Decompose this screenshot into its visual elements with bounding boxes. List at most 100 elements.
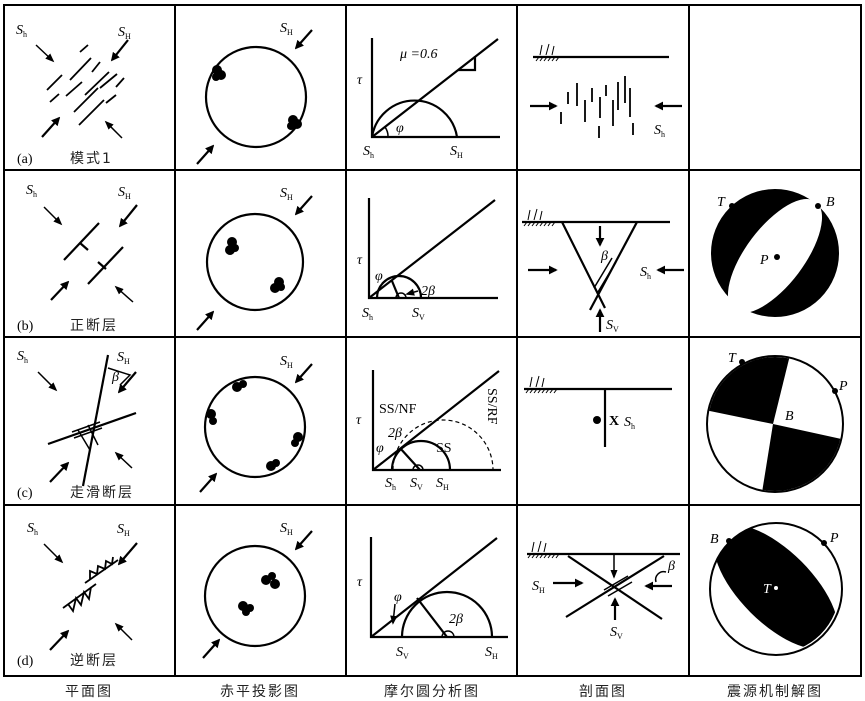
label-text: S <box>410 476 417 491</box>
sH-arrow <box>41 116 61 138</box>
svg-text:SH: SH <box>280 186 293 202</box>
label-text: S <box>117 350 124 365</box>
svg-text:Sh: Sh <box>385 476 396 492</box>
label-text: (c) <box>17 486 33 501</box>
row-d-beachball: B P T <box>709 522 843 656</box>
label-text: SS <box>436 441 452 456</box>
label-text: S <box>117 522 124 537</box>
thrust-fault <box>62 556 119 614</box>
label-text: τ <box>357 575 363 590</box>
row-a-stereonet: SH <box>196 21 313 165</box>
table-grid <box>3 4 862 677</box>
label-text: P <box>838 379 848 394</box>
label-text: (b) <box>17 319 34 334</box>
svg-text:SV: SV <box>606 318 619 334</box>
column-label: 平面图 <box>65 684 113 700</box>
label-text: β <box>111 370 119 385</box>
label-text: h <box>24 356 28 365</box>
label-text: H <box>124 357 130 366</box>
label-text: S <box>412 306 419 321</box>
svg-text:SH: SH <box>117 522 130 538</box>
svg-text:SV: SV <box>396 645 409 661</box>
row-d-plan: Sh SH (d) 逆断层 <box>17 521 138 669</box>
label-text: H <box>539 586 545 595</box>
label-text: B <box>785 409 794 424</box>
column-label: 摩尔圆分析图 <box>384 683 480 700</box>
label-text: h <box>369 313 373 322</box>
svg-text:SH: SH <box>532 579 545 595</box>
row-d-mohr: τ φ 2β SV SH <box>357 537 508 661</box>
label-text: V <box>403 652 409 661</box>
row-a-mohr: μ =0.6 τ φ Sh SH <box>357 38 500 160</box>
svg-text:SV: SV <box>610 625 623 641</box>
label-text: φ <box>394 590 402 605</box>
fracture-set <box>46 44 125 126</box>
label-text: μ =0.6 <box>399 47 437 62</box>
svg-text:Sh: Sh <box>654 123 665 139</box>
label-text: H <box>287 361 293 370</box>
label-text: φ <box>375 269 383 284</box>
label-text: S <box>363 144 370 159</box>
label-text: β <box>600 249 608 264</box>
label-text: P <box>759 253 769 268</box>
label-text: h <box>370 151 374 160</box>
label-text: H <box>443 483 449 492</box>
svg-text:SH: SH <box>436 476 449 492</box>
column-label: 震源机制解图 <box>727 684 823 700</box>
label-text: h <box>661 130 665 139</box>
label-text: S <box>118 185 125 200</box>
row-b-beachball: T B P <box>711 189 839 317</box>
shear-arrows <box>71 421 103 451</box>
label-text: S <box>26 183 33 198</box>
label-text: 逆断层 <box>70 653 118 669</box>
grass-hatching <box>533 43 560 62</box>
sh-label: Sh <box>16 23 27 39</box>
label-text: V <box>617 632 623 641</box>
sH-label: SH <box>118 25 131 41</box>
label-text: S <box>485 645 492 660</box>
svg-text:SH: SH <box>485 645 498 661</box>
label-text: T <box>763 582 772 597</box>
label-text: S <box>280 521 287 536</box>
label-text: 正断层 <box>70 318 118 334</box>
label-text: P <box>829 531 839 546</box>
row-b-mohr: τ φ 2β Sh SV <box>357 198 498 322</box>
label-text: τ <box>357 73 363 88</box>
label-text: H <box>287 193 293 202</box>
label-text: H <box>287 28 293 37</box>
svg-text:SV: SV <box>412 306 425 322</box>
row-a-plan: Sh SH (a) 模式1 <box>16 23 131 167</box>
label-text: h <box>23 30 27 39</box>
svg-text:SV: SV <box>410 476 423 492</box>
label-text: S <box>610 625 617 640</box>
sh-arrow <box>35 44 55 63</box>
label-text: V <box>419 313 425 322</box>
label-text: S <box>280 186 287 201</box>
label-text: S <box>396 645 403 660</box>
row-a-section: Sh <box>530 43 682 139</box>
svg-text:Sh: Sh <box>362 306 373 322</box>
row-b-stereonet: SH <box>196 186 313 331</box>
label-text: φ <box>376 441 384 456</box>
svg-text:SH: SH <box>280 521 293 537</box>
row-tag: (a) <box>17 152 33 167</box>
svg-text:Sh: Sh <box>640 265 651 281</box>
label-text: S <box>362 306 369 321</box>
label-text: S <box>16 23 23 38</box>
label-text: τ <box>356 413 362 428</box>
label-text: S <box>118 25 125 40</box>
row-c-stereonet: SH <box>199 354 313 493</box>
label-text: S <box>436 476 443 491</box>
label-text: S <box>385 476 392 491</box>
label-text: H <box>124 529 130 538</box>
svg-text:SH: SH <box>280 354 293 370</box>
label-text: H <box>492 652 498 661</box>
label-text: h <box>392 483 396 492</box>
pole-cluster <box>212 65 226 81</box>
pole-cluster <box>287 115 302 130</box>
label-text: SS/RF <box>484 388 499 425</box>
label-text: φ <box>396 121 404 136</box>
row-d-section: β SH SV <box>527 540 680 641</box>
label-text: S <box>532 579 539 594</box>
label-text: τ <box>357 253 363 268</box>
